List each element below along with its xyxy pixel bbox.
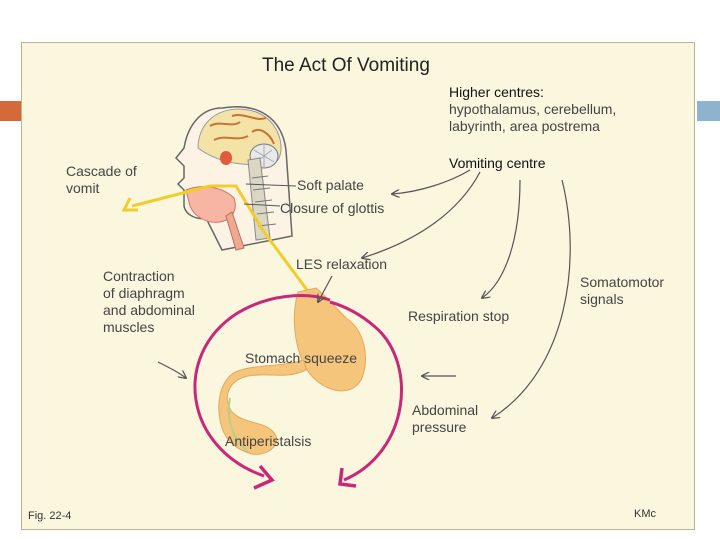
figure-number: Fig. 22-4 bbox=[28, 510, 72, 522]
stomach-squeeze-label: Stomach squeeze bbox=[245, 350, 358, 366]
slide-accent-right bbox=[697, 101, 720, 121]
vomit-path bbox=[131, 184, 318, 303]
magenta-arrowhead-right bbox=[338, 467, 357, 488]
higher-centres-list: hypothalamus, cerebellum, labyrinth, are… bbox=[449, 101, 617, 134]
pointer-arrows bbox=[157, 169, 571, 418]
contraction-label: Contraction of diaphragm and abdominal m… bbox=[103, 268, 195, 335]
abdominal-pressure-label: Abdominal pressure bbox=[412, 402, 479, 435]
vomit-arrowhead bbox=[121, 197, 138, 212]
figure-panel bbox=[21, 42, 695, 530]
magenta-arrowhead-left bbox=[253, 464, 275, 490]
diagram-title: The Act Of Vomiting bbox=[262, 55, 430, 76]
leader-lines bbox=[243, 183, 297, 207]
higher-centres-heading: Higher centres: bbox=[449, 84, 544, 100]
slide-accent-left bbox=[0, 101, 22, 121]
vomiting-centre-label: Vomiting centre bbox=[449, 155, 546, 171]
diaphragm-pressure-arrow-left bbox=[193, 294, 331, 478]
credit-label: KMc bbox=[634, 508, 656, 520]
cascade-label: Cascade of vomit bbox=[66, 163, 137, 196]
stomach-illustration bbox=[218, 287, 366, 455]
diaphragm-pressure-arrow-right bbox=[329, 300, 403, 482]
head-illustration bbox=[174, 106, 293, 251]
antiperistalsis-label: Antiperistalsis bbox=[225, 433, 312, 449]
somatomotor-label: Somatomotor signals bbox=[580, 274, 665, 307]
soft-palate-label: Soft palate bbox=[297, 177, 364, 193]
glottis-label: Closure of glottis bbox=[280, 200, 385, 216]
les-label: LES relaxation bbox=[296, 256, 388, 272]
respiration-label: Respiration stop bbox=[408, 308, 510, 324]
